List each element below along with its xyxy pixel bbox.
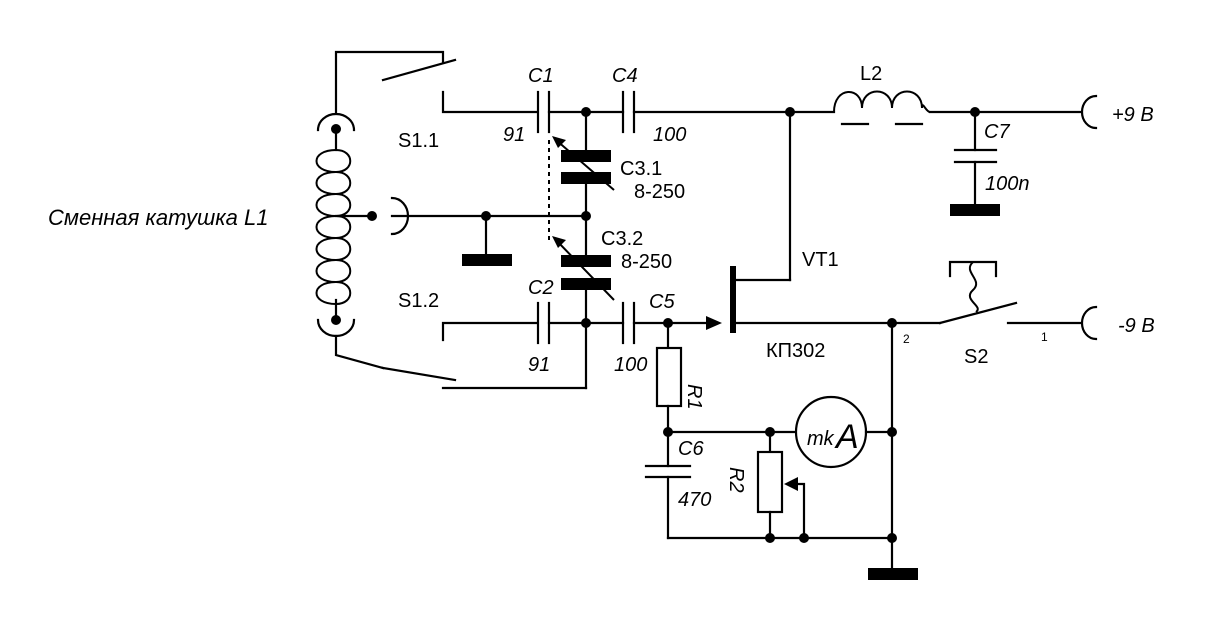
- capacitor-c2: [536, 301, 588, 345]
- label-s1-1: S1.1: [398, 130, 439, 152]
- ground-bus: [666, 321, 918, 580]
- label-c7: C7: [984, 121, 1010, 143]
- resistor-r1: [655, 321, 683, 434]
- label-c5-value: 100: [614, 354, 647, 376]
- label-r2: R2: [725, 467, 747, 493]
- label-c3-1-value: 8-250: [634, 181, 685, 203]
- ground-left: [390, 211, 588, 266]
- label-vt1: VT1: [802, 249, 839, 271]
- label-c1-value: 91: [503, 124, 525, 146]
- coil-l1: [315, 112, 410, 338]
- label-plus-9v: +9 B: [1112, 104, 1154, 126]
- label-s2: S2: [964, 346, 988, 368]
- transistor-vt1: [706, 110, 894, 333]
- potentiometer-r2: [756, 430, 806, 540]
- capacitor-c6: [644, 430, 692, 540]
- label-c3-1: C3.1: [620, 158, 662, 180]
- label-c2: C2: [528, 277, 554, 299]
- terminal-minus-9v: [1080, 305, 1098, 341]
- label-coil-l1: Сменная катушка L1: [48, 205, 268, 230]
- label-s1-2: S1.2: [398, 290, 439, 312]
- variable-capacitor-c3: [548, 110, 615, 390]
- label-meter-a: A: [834, 418, 859, 456]
- label-s2-pin-2: 2: [903, 332, 910, 346]
- label-c5: C5: [649, 291, 675, 313]
- label-vt1-type: КП302: [766, 340, 825, 362]
- label-c3-2: C3.2: [601, 228, 643, 250]
- label-c2-value: 91: [528, 354, 550, 376]
- label-c4: C4: [612, 65, 638, 87]
- microammeter: [666, 395, 894, 469]
- capacitor-c5: [584, 301, 708, 345]
- capacitor-c1: [536, 90, 588, 134]
- capacitor-c4: [584, 90, 836, 134]
- label-s2-pin-1: 1: [1041, 330, 1048, 344]
- label-c6-value: 470: [678, 489, 711, 511]
- capacitor-c7: [950, 110, 1000, 216]
- switch-s1: [334, 50, 588, 390]
- terminal-plus-9v: [1080, 94, 1098, 130]
- label-minus-9v: -9 B: [1118, 315, 1155, 337]
- inductor-l2: [833, 90, 1082, 126]
- label-c6: C6: [678, 438, 704, 460]
- switch-s2: [890, 260, 1082, 325]
- label-c3-2-value: 8-250: [621, 251, 672, 273]
- label-c1: C1: [528, 65, 554, 87]
- label-c7-value: 100n: [985, 173, 1030, 195]
- label-meter-mk: mk: [807, 428, 835, 450]
- label-c4-value: 100: [653, 124, 686, 146]
- label-r1: R1: [683, 384, 705, 410]
- label-l2: L2: [860, 63, 882, 85]
- junctions: [581, 107, 980, 543]
